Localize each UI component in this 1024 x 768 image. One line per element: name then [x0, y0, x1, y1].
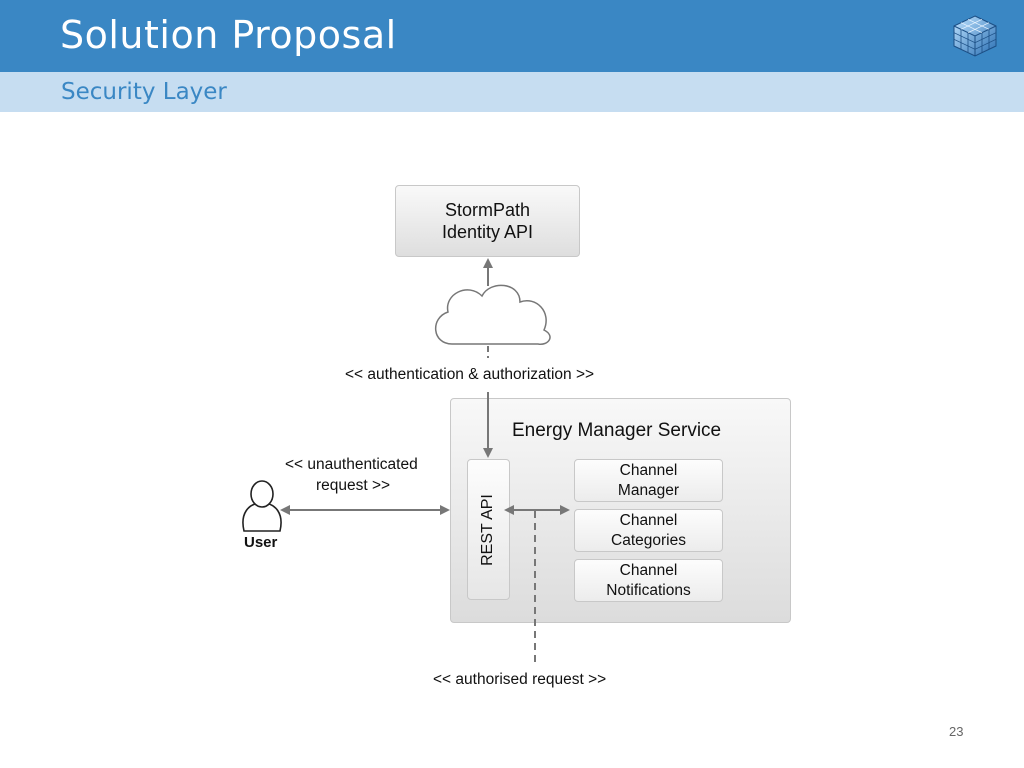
slide-subtitle: Security Layer	[61, 79, 227, 105]
channel-notifications-box: Channel Notifications	[574, 559, 723, 602]
stormpath-line1: StormPath	[444, 200, 531, 220]
cube-logo-icon	[953, 15, 997, 57]
subheader-bar	[0, 72, 1024, 112]
cloud-icon	[434, 284, 551, 345]
service-title: Energy Manager Service	[512, 420, 722, 441]
rest-api-box	[467, 459, 510, 600]
component-line1: Channel	[619, 461, 678, 479]
stormpath-line2: Identity API	[441, 222, 534, 242]
user-label: User	[244, 534, 278, 551]
header-bar	[0, 0, 1024, 72]
channel-manager-box: Channel Manager	[574, 459, 723, 502]
auth-label: << authentication & authorization >>	[345, 366, 595, 383]
component-line1: Channel	[619, 511, 678, 529]
component-line2: Manager	[617, 481, 680, 499]
stormpath-identity-api-box: StormPath Identity API	[395, 185, 580, 257]
component-line2: Categories	[611, 531, 686, 549]
page-number: 23	[949, 724, 964, 739]
unauthenticated-label-line1: << unauthenticated	[285, 456, 418, 473]
channel-categories-box: Channel Categories	[574, 509, 723, 552]
authorised-request-label: << authorised request >>	[433, 671, 607, 688]
component-line1: Channel	[619, 561, 678, 579]
component-line2: Notifications	[606, 581, 691, 599]
unauthenticated-label-line2: request >>	[316, 477, 391, 494]
user-icon	[242, 480, 282, 532]
slide-title: Solution Proposal	[60, 13, 397, 57]
